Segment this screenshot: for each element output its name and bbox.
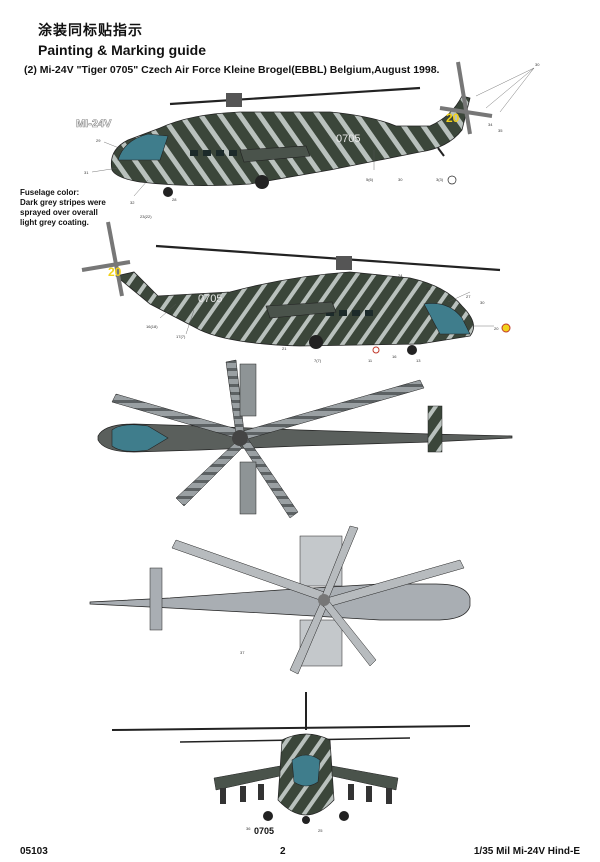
tail-number-marking: 20	[446, 111, 460, 125]
rotor-hub	[232, 430, 248, 446]
stub-wing	[239, 145, 311, 163]
callout-number: 13	[416, 358, 421, 363]
tail-number-marking: 20	[108, 265, 122, 279]
title-chinese: 涂装同标贴指示	[38, 22, 143, 38]
bottom-view: 37	[89, 525, 471, 675]
main-rotor-blades-bottom	[171, 525, 465, 675]
callout-number: 31	[84, 170, 89, 175]
weapon-pylons	[220, 784, 392, 804]
fuselage-top	[97, 423, 513, 453]
callout-number: 16	[392, 354, 397, 359]
serial-marking: 0705	[198, 293, 222, 305]
callout-number: 11	[368, 358, 373, 363]
stub-wing-left	[213, 765, 281, 791]
stub-wing-right	[331, 765, 399, 791]
callout-number: 29	[96, 138, 101, 143]
serial-marking: 0705	[336, 133, 360, 145]
canopy	[291, 754, 321, 787]
callout-number: 24	[398, 273, 403, 278]
main-rotor-blade	[169, 86, 421, 106]
stub-wing	[265, 301, 337, 319]
title-english: Painting & Marking guide	[38, 42, 207, 58]
fuselage-bottom	[89, 583, 471, 621]
fuselage-note-line: light grey coating.	[20, 218, 89, 227]
nose-wheel	[407, 345, 417, 355]
fuselage-note-line: Dark grey stripes were	[20, 198, 106, 207]
profile-right-side: 20 0705 16(18) 17(7) 21 7(7) 11 16 13 24…	[81, 221, 511, 363]
horizontal-stabilizer	[149, 567, 163, 631]
callout-number: 21	[282, 346, 287, 351]
callout-number: 32	[130, 200, 135, 205]
callout-number: 16(18)	[146, 324, 158, 329]
callout-number: 27	[466, 294, 471, 299]
roundel-marker	[447, 175, 457, 185]
callout-number: 25	[318, 828, 323, 833]
callout-number: 30	[480, 300, 485, 305]
fuselage-note-line: sprayed over overall	[20, 208, 98, 217]
callout-number: 36	[246, 826, 251, 831]
page-number: 2	[280, 846, 286, 857]
stub-wing-pods	[239, 363, 257, 417]
callout-number: 30	[398, 177, 403, 182]
main-wheel-left	[263, 811, 273, 821]
callout-number: 30	[535, 62, 540, 67]
callout-number: 34	[488, 122, 493, 127]
main-wheel	[255, 175, 269, 189]
callout-number: 5(6)	[366, 177, 374, 182]
front-serial-marking: 0705	[254, 826, 274, 836]
type-label-mi24v: MI-24V	[76, 118, 112, 130]
roundel-marker	[372, 346, 380, 354]
horizontal-stabilizer	[427, 405, 443, 453]
canopy	[423, 303, 471, 335]
main-rotor-blade	[155, 244, 501, 272]
callout-number: 3(3)	[436, 177, 444, 182]
callout-number: 23(22)	[140, 214, 152, 219]
canopy	[117, 133, 169, 161]
tail-rotor-blade	[456, 61, 472, 135]
callout-number: 28	[172, 197, 177, 202]
tail-rotor-blade	[439, 106, 493, 118]
rotor-hub	[336, 256, 352, 270]
nose-wheel	[163, 187, 173, 197]
fuselage-color-note: Fuselage color: Dark grey stripes were s…	[20, 188, 130, 228]
tail-rotor-blade	[81, 260, 131, 272]
callout-number: 7(7)	[314, 358, 322, 363]
nose-wheel	[302, 816, 310, 824]
badge-marker	[501, 323, 511, 333]
callout-number: 17(7)	[176, 334, 186, 339]
cabin-windows	[326, 310, 373, 316]
callout-number: 35	[498, 128, 503, 133]
fuselage-note-line: Fuselage color:	[20, 188, 80, 197]
product-code: 05103	[20, 846, 48, 857]
profile-left-side: MI-24V 0705 20 30 34 35 29 31 32 28 23(2…	[76, 61, 540, 219]
canopy	[111, 424, 169, 452]
stub-wing-pods	[239, 461, 257, 515]
header: 涂装同标贴指示 Painting & Marking guide	[38, 20, 206, 58]
rotor-hub	[226, 93, 242, 107]
callout-number: 25	[426, 286, 431, 291]
callout-number: 20	[494, 326, 499, 331]
main-rotor-blade	[111, 725, 471, 731]
callout-number: 37	[240, 650, 245, 655]
main-wheel-right	[339, 811, 349, 821]
scheme-subtitle: (2) Mi-24V "Tiger 0705" Czech Air Force …	[24, 64, 440, 76]
top-view	[97, 359, 513, 519]
tail-rotor-blade	[106, 221, 124, 297]
front-view: 0705 36 25	[111, 692, 471, 836]
rotor-hub	[318, 594, 330, 606]
main-wheel	[309, 335, 323, 349]
model-name: 1/35 Mil Mi-24V Hind-E	[473, 846, 580, 857]
